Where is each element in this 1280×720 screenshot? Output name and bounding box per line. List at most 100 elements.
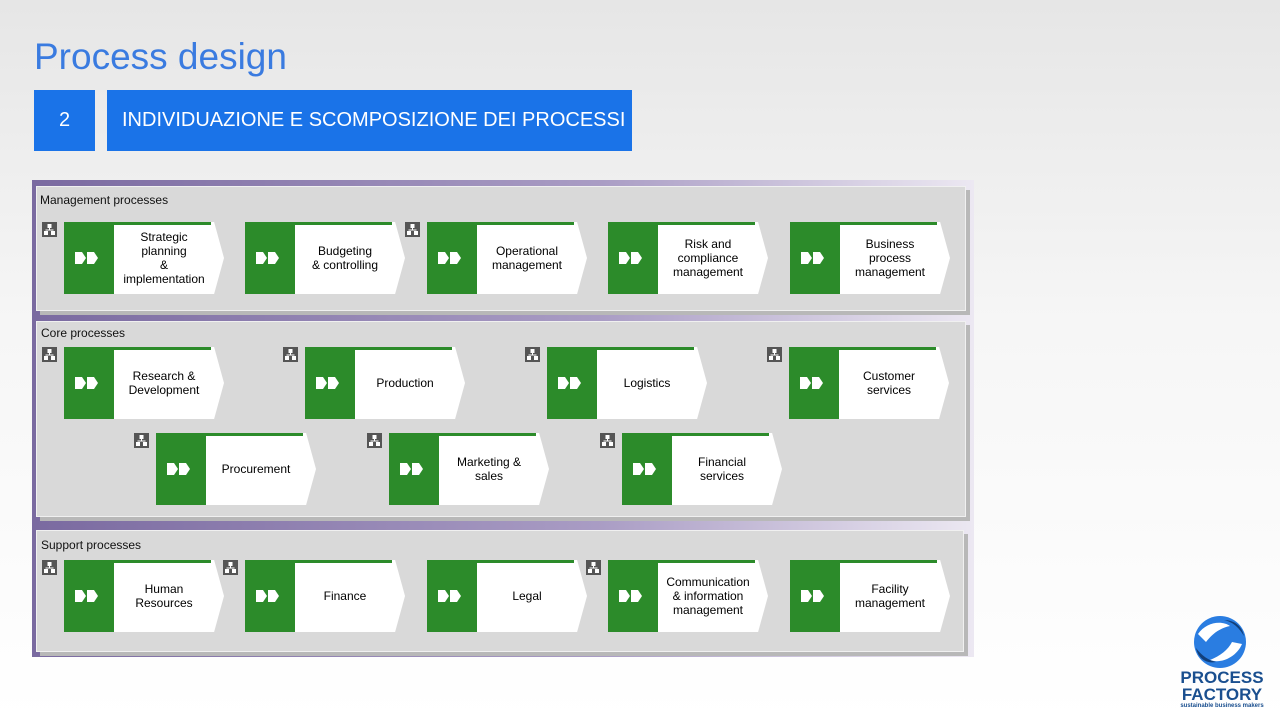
hierarchy-icon[interactable] — [525, 347, 540, 362]
hierarchy-icon[interactable] — [405, 222, 420, 237]
process-tile-body — [477, 560, 587, 632]
logo-tagline: sustainable business makers — [1180, 703, 1264, 709]
process-tile[interactable]: Operational management — [427, 222, 587, 294]
process-tile-topline — [389, 433, 536, 436]
process-tile-topline — [789, 347, 936, 350]
process-tile[interactable]: Research & Development — [64, 347, 224, 419]
process-tile-body — [840, 560, 950, 632]
globe-icon — [1194, 616, 1246, 668]
process-tile-body — [658, 222, 768, 294]
chevron-icon — [75, 589, 99, 602]
process-tile-marker — [608, 560, 658, 632]
process-factory-logo: PROCESS FACTORY sustainable business mak… — [1172, 614, 1272, 714]
process-label: Operational management — [491, 244, 563, 272]
process-label: Risk and compliance management — [672, 237, 744, 279]
process-tile-body — [672, 433, 782, 505]
process-tile-body — [597, 347, 707, 419]
process-tile-body — [439, 433, 549, 505]
process-tile-body — [295, 560, 405, 632]
hierarchy-icon[interactable] — [586, 560, 601, 575]
process-tile-marker — [64, 222, 114, 294]
process-label: Customer services — [862, 369, 915, 397]
chevron-icon — [558, 376, 582, 389]
process-tile-topline — [547, 347, 694, 350]
process-tile-marker — [427, 560, 477, 632]
process-tile-body — [206, 433, 316, 505]
process-tile-marker — [64, 347, 114, 419]
process-label: Business process management — [854, 237, 926, 279]
process-label: Finance — [323, 589, 367, 603]
chevron-icon — [800, 376, 824, 389]
chevron-icon — [316, 376, 340, 389]
process-tile-topline — [245, 222, 392, 225]
process-tile-topline — [427, 560, 574, 563]
process-tile-marker — [547, 347, 597, 419]
process-tile[interactable]: Production — [305, 347, 465, 419]
process-label: Human Resources — [135, 582, 193, 610]
process-tile[interactable]: Business process management — [790, 222, 950, 294]
process-tile[interactable]: Budgeting & controlling — [245, 222, 405, 294]
hierarchy-icon[interactable] — [283, 347, 298, 362]
process-tile-marker — [156, 433, 206, 505]
process-tile[interactable]: Marketing & sales — [389, 433, 549, 505]
section-label: Support processes — [41, 538, 142, 552]
process-tile[interactable]: Logistics — [547, 347, 707, 419]
hierarchy-icon[interactable] — [42, 347, 57, 362]
step-number-badge: 2 — [34, 90, 95, 151]
process-tile-marker — [389, 433, 439, 505]
chevron-icon — [633, 462, 657, 475]
process-tile-marker — [789, 347, 839, 419]
hierarchy-icon[interactable] — [223, 560, 238, 575]
process-label: Production — [376, 376, 434, 390]
hierarchy-icon[interactable] — [767, 347, 782, 362]
process-tile-topline — [427, 222, 574, 225]
process-label: Facility management — [854, 582, 926, 610]
chevron-icon — [438, 251, 462, 264]
process-tile[interactable]: Communication & information management — [608, 560, 768, 632]
process-tile-marker — [622, 433, 672, 505]
process-tile-body — [355, 347, 465, 419]
hierarchy-icon[interactable] — [134, 433, 149, 448]
process-tile-marker — [427, 222, 477, 294]
hierarchy-icon[interactable] — [600, 433, 615, 448]
process-tile[interactable]: Customer services — [789, 347, 949, 419]
chevron-icon — [801, 589, 825, 602]
process-tile[interactable]: Legal — [427, 560, 587, 632]
process-tile[interactable]: Financial services — [622, 433, 782, 505]
hierarchy-icon[interactable] — [367, 433, 382, 448]
chevron-icon — [256, 251, 280, 264]
process-tile[interactable]: Strategic planning & implementation — [64, 222, 224, 294]
process-tile-marker — [64, 560, 114, 632]
process-label: Strategic planning & implementation — [123, 230, 205, 286]
process-tile-body — [114, 560, 224, 632]
chevron-icon — [438, 589, 462, 602]
process-tile-topline — [790, 222, 937, 225]
process-label: Legal — [512, 589, 542, 603]
process-tile[interactable]: Facility management — [790, 560, 950, 632]
hierarchy-icon[interactable] — [42, 560, 57, 575]
chevron-icon — [167, 462, 191, 475]
process-tile[interactable]: Risk and compliance management — [608, 222, 768, 294]
process-tile-marker — [305, 347, 355, 419]
process-tile-topline — [64, 560, 211, 563]
hierarchy-icon[interactable] — [42, 222, 57, 237]
logo-line-1: PROCESS — [1180, 668, 1264, 687]
process-tile[interactable]: Human Resources — [64, 560, 224, 632]
process-tile-topline — [64, 222, 211, 225]
process-tile-topline — [156, 433, 303, 436]
chevron-icon — [801, 251, 825, 264]
process-tile-topline — [790, 560, 937, 563]
section-label: Core processes — [41, 326, 126, 340]
chevron-icon — [75, 251, 99, 264]
process-tile-topline — [608, 560, 755, 563]
process-tile[interactable]: Finance — [245, 560, 405, 632]
page-title: Process design — [34, 36, 287, 77]
process-tile-topline — [622, 433, 769, 436]
process-label: Research & Development — [128, 369, 200, 397]
process-tile-body — [658, 560, 768, 632]
process-tile-body — [114, 347, 224, 419]
chevron-icon — [619, 251, 643, 264]
process-tile[interactable]: Procurement — [156, 433, 316, 505]
process-tile-topline — [608, 222, 755, 225]
chevron-icon — [256, 589, 280, 602]
